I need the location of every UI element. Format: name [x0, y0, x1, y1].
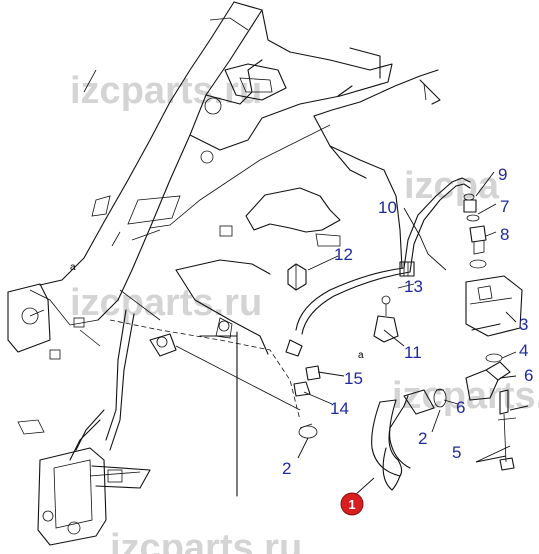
boom-frame — [29, 1, 441, 326]
clamp-2-left — [298, 423, 318, 439]
o-ring-4 — [485, 353, 503, 363]
reservoir-tank-3 — [465, 275, 523, 337]
cap-8 — [469, 225, 487, 255]
label-2-left: 2 — [282, 459, 291, 478]
label-5: 5 — [452, 443, 461, 462]
watermark: izcparts.ru — [70, 70, 262, 112]
label-11: 11 — [404, 343, 422, 362]
label-12: 12 — [334, 245, 353, 264]
label-10: 10 — [378, 198, 397, 217]
suction-hose-1 — [371, 389, 435, 491]
bolt-5 — [497, 389, 517, 471]
bracket-11 — [373, 295, 399, 343]
watermark: izcparts.ru — [392, 375, 539, 417]
label-4: 4 — [519, 341, 528, 360]
label-9: 9 — [498, 165, 507, 184]
leader-lines — [297, 171, 529, 497]
o-ring-8 — [469, 259, 487, 269]
clamp-2-right — [433, 388, 447, 408]
clip-12 — [287, 263, 307, 291]
label-1: 1 — [348, 497, 355, 512]
label-15: 15 — [344, 369, 363, 388]
label-6-right: 6 — [524, 366, 533, 385]
label-14: 14 — [330, 399, 349, 418]
label-8: 8 — [500, 225, 509, 244]
label-13: 13 — [404, 277, 423, 296]
reference-a-right: a — [358, 350, 364, 361]
label-2-right: 2 — [418, 429, 427, 448]
clamp-15 — [305, 365, 321, 381]
callout-labels: 10 12 13 11 15 14 2 2 6 5 4 3 6 8 7 9 a … — [70, 165, 533, 478]
watermark: izcparts.ru — [110, 527, 302, 554]
watermark: izcparts.ru — [70, 282, 262, 324]
control-valve-assembly — [7, 283, 151, 546]
reference-a-left: a — [70, 262, 76, 273]
elbow-6 — [465, 361, 511, 401]
seal-7 — [466, 214, 480, 222]
clamp-14 — [293, 381, 311, 397]
label-7: 7 — [500, 197, 509, 216]
fitting-9 — [463, 193, 477, 213]
lower-frame — [17, 145, 403, 497]
hose-10 — [285, 177, 471, 357]
label-6-left: 6 — [456, 398, 465, 417]
watermark: izcpa — [404, 165, 500, 207]
label-3: 3 — [519, 315, 528, 334]
highlight-callout-1: 1 — [340, 492, 364, 516]
